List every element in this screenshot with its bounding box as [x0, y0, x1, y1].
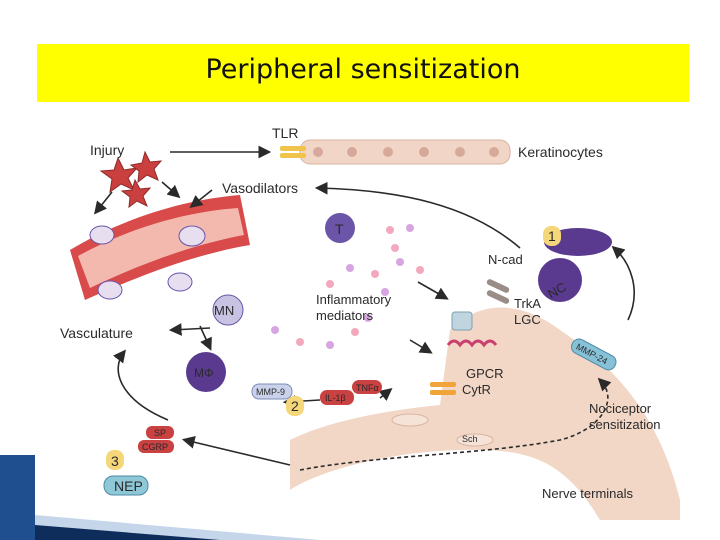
tlr-receptor-icon	[280, 146, 306, 158]
step-2-badge	[286, 396, 304, 416]
macrophage-icon	[186, 352, 226, 392]
nep-label: NEP	[114, 478, 143, 494]
nociceptor-label-2: sensitization	[589, 417, 661, 432]
il1b-badge	[320, 390, 354, 405]
t-cell-label: T	[335, 221, 344, 237]
mmp9-badge	[251, 383, 293, 400]
step-3-label: 3	[111, 453, 119, 469]
mediator-dots	[271, 224, 424, 349]
step-2-label: 2	[291, 398, 299, 414]
mphi-label: MΦ	[194, 366, 214, 380]
corner-decoration	[0, 455, 320, 540]
tlr-label: TLR	[272, 125, 298, 141]
gpcr-label: GPCR	[466, 366, 504, 381]
nerve-fiber	[290, 307, 680, 520]
cgrp-badge	[138, 440, 174, 453]
inflammatory-label-1: Inflammatory	[316, 292, 392, 307]
flow-arrows	[94, 145, 635, 466]
t-cell-icon	[325, 213, 355, 243]
il1b-label: IL-1β	[325, 393, 346, 403]
step-3-badge	[106, 450, 124, 470]
injury-label: Injury	[90, 142, 124, 158]
vasodilators-label: Vasodilators	[222, 180, 298, 196]
tnfa-label: TNFα	[356, 383, 379, 393]
trka-label: TrkA	[514, 296, 541, 311]
cgrp-label: CGRP	[142, 442, 168, 452]
keratinocytes-label: Keratinocytes	[518, 144, 603, 160]
mmp9-label: MMP-9	[256, 387, 285, 397]
receptor-icon	[430, 279, 510, 395]
lgc-label: LGC	[514, 312, 541, 327]
nep-badge	[103, 475, 149, 496]
cytr-label: CytR	[462, 382, 491, 397]
sp-badge	[146, 426, 174, 439]
title-band: Peripheral sensitization	[37, 44, 689, 102]
step-1-label: 1	[548, 228, 556, 244]
blood-vessel	[70, 195, 250, 300]
nerve-terminals-label: Nerve terminals	[542, 486, 634, 501]
injury-star-icon	[99, 150, 163, 209]
mn-cell-icon	[212, 294, 244, 326]
mn-label: MN	[214, 303, 234, 318]
keratinocyte-row	[299, 139, 511, 165]
mmp24-badge	[571, 338, 617, 371]
vasculature-label: Vasculature	[60, 325, 133, 341]
slide-title: Peripheral sensitization	[205, 54, 521, 85]
sp-label: SP	[154, 428, 166, 438]
tnfa-badge	[352, 380, 382, 394]
sch-label: Sch	[462, 434, 478, 444]
step-1-badge	[543, 226, 561, 246]
inflammatory-label-2: mediators	[316, 308, 374, 323]
nociceptor-label-1: Nociceptor	[589, 401, 652, 416]
ncad-label: N-cad	[488, 252, 523, 267]
